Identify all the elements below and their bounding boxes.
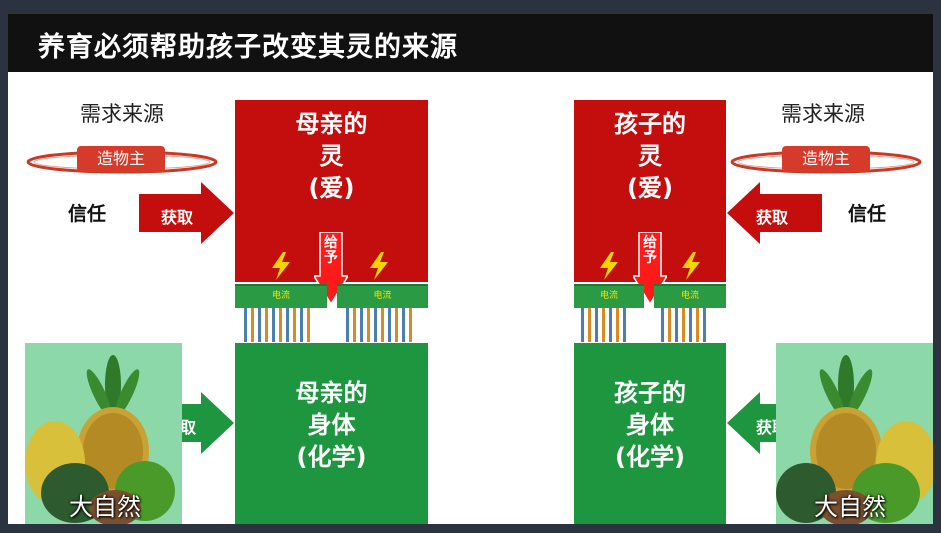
left-nature-label: 大自然 [69,493,141,521]
left-give-label: 给予 [324,235,338,266]
wire [244,308,247,342]
wire [696,308,699,342]
right-creator-label: 造物主 [782,146,870,172]
mother-spirit-line2: 灵 [319,142,344,170]
wire [581,308,584,342]
right-current-bar-b: 电流 [654,284,726,308]
child-body-line3: (化学) [615,443,685,471]
wire [272,308,275,342]
left-bolt-icon-2 [370,252,388,280]
wire [360,308,363,342]
wire [661,308,664,342]
child-spirit-line1: 孩子的 [614,110,686,138]
left-source-label: 需求来源 [80,102,164,126]
wire [609,308,612,342]
left-trust-label: 信任 [68,203,107,225]
right-obtain-top-label: 获取 [756,208,789,227]
left-obtain-top-label: 获取 [161,208,194,227]
child-spirit-line3: (爱) [627,174,673,202]
wire [682,308,685,342]
right-nature-image: 大自然 [776,343,933,524]
wire [388,308,391,342]
mother-body-line1: 母亲的 [295,379,368,407]
child-body-line1: 孩子的 [614,379,686,407]
wire [367,308,370,342]
left-creator-label: 造物主 [77,146,165,172]
wire [602,308,605,342]
wire [346,308,349,342]
right-obtain-arrow-top [727,182,822,244]
wire [395,308,398,342]
right-current-bar-a: 电流 [574,284,644,308]
wire [265,308,268,342]
wire [703,308,706,342]
mother-body-line3: (化学) [296,443,367,471]
wire [307,308,310,342]
slide: 养育必须帮助孩子改变其灵的来源 需求来源 造物主 信任 获取 母亲的 灵 (爱)… [8,14,933,524]
wire [251,308,254,342]
wire [258,308,261,342]
wire [353,308,356,342]
wire [689,308,692,342]
wire [402,308,405,342]
title-bar: 养育必须帮助孩子改变其灵的来源 [8,14,933,72]
mother-spirit-line3: (爱) [308,174,355,202]
wire [279,308,282,342]
left-current-bar-a: 电流 [235,284,327,308]
mother-body-line2: 身体 [307,411,356,439]
wire [374,308,377,342]
left-obtain-arrow-top [139,182,234,244]
wire [381,308,384,342]
child-spirit-line2: 灵 [638,142,662,170]
wire [300,308,303,342]
right-bolt-icon-1 [600,252,618,280]
wire [595,308,598,342]
wire [675,308,678,342]
wire [588,308,591,342]
wire [623,308,626,342]
mother-spirit-line1: 母亲的 [295,110,368,138]
right-bolt-icon-2 [682,252,700,280]
wire [668,308,671,342]
wire [409,308,412,342]
left-bolt-icon-1 [272,252,290,280]
wire [293,308,296,342]
child-body-box: 孩子的 身体 (化学) [574,343,726,524]
right-source-label: 需求来源 [781,102,865,126]
child-body-line2: 身体 [626,411,674,439]
wire [616,308,619,342]
fruit-illustration [776,355,933,524]
right-give-label: 给予 [643,235,657,266]
mother-body-box: 母亲的 身体 (化学) [235,343,428,524]
wire [286,308,289,342]
fruit-illustration [25,355,175,524]
right-nature-label: 大自然 [814,493,886,521]
right-trust-label: 信任 [848,203,887,225]
slide-title: 养育必须帮助孩子改变其灵的来源 [38,32,458,63]
left-current-bar-b: 电流 [337,284,428,308]
left-nature-image: 大自然 [25,343,182,524]
